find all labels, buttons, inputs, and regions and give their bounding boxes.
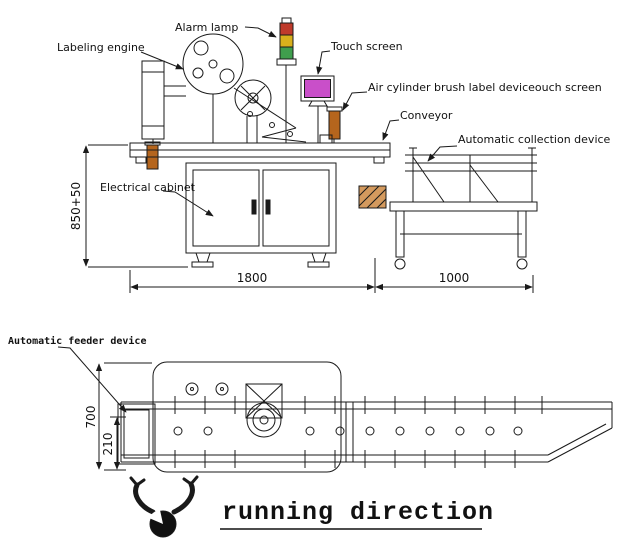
motor-box [358, 185, 387, 209]
plan-leaders [57, 346, 127, 413]
front-dimensions [82, 144, 534, 293]
machine-feet [191, 252, 330, 268]
front-leaders [140, 26, 458, 217]
plan-conveyor [120, 396, 613, 468]
plan-labeler [185, 382, 283, 438]
label-touch-screen: Touch screen [330, 40, 403, 53]
alarm-lamp [276, 17, 297, 143]
plan-body [152, 361, 342, 473]
text-layer: Alarm lamp Labeling engine Touch screen … [8, 21, 611, 530]
dim-collection-length: 1000 [439, 271, 470, 285]
dim-height: 850+50 [69, 182, 83, 230]
touch-screen [300, 75, 335, 143]
label-roll-stand [141, 60, 186, 170]
running-direction-text: running direction [222, 498, 494, 527]
collection-device [405, 147, 537, 203]
label-air-cylinder: Air cylinder brush label deviceouch scre… [368, 81, 602, 94]
conveyor-stand [389, 201, 538, 270]
air-cylinder [326, 106, 343, 143]
label-automatic-feeder: Automatic feeder device [8, 335, 146, 347]
electrical-cabinet [185, 162, 337, 254]
label-labeling-engine: Labeling engine [57, 41, 145, 54]
dim-main-length: 1800 [237, 271, 268, 285]
label-automatic-collection: Automatic collection device [458, 133, 611, 146]
machine-table [129, 134, 391, 164]
label-alarm-lamp: Alarm lamp [175, 21, 238, 34]
label-conveyor: Conveyor [400, 109, 453, 122]
dim-belt-width: 210 [101, 433, 115, 456]
running-direction-symbol [129, 475, 199, 538]
drawing-shapes [57, 17, 613, 538]
label-electrical-cabinet: Electrical cabinet [100, 181, 196, 194]
dim-overall-width: 700 [84, 406, 98, 429]
